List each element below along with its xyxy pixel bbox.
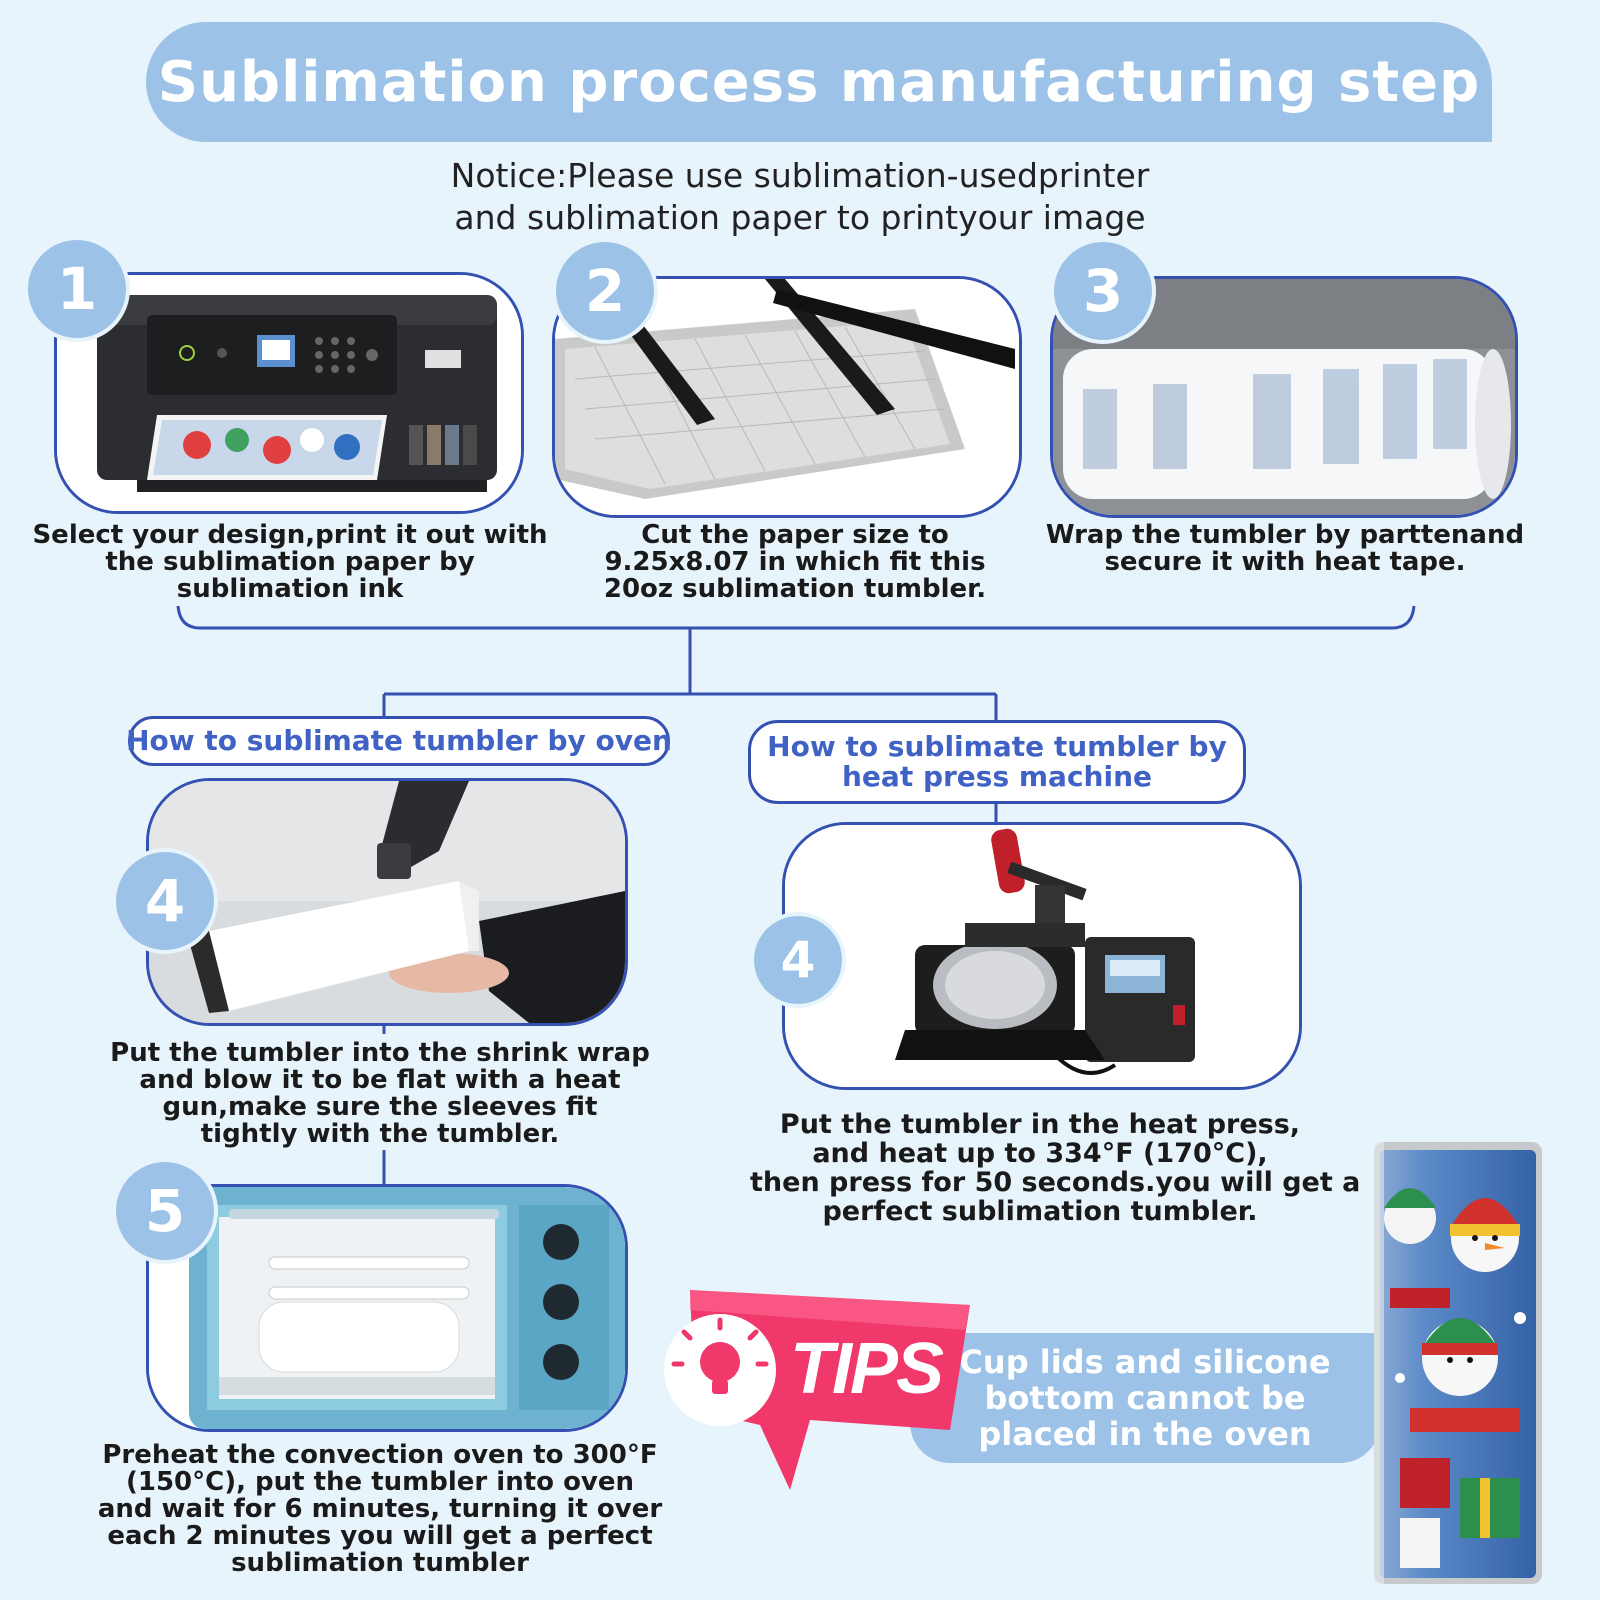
- oven-step5-caption-line: and wait for 6 minutes, turning it over: [97, 1494, 663, 1524]
- notice-line-1: Notice:Please use sublimation-usedprinte…: [450, 156, 1150, 195]
- step1-caption-line: the sublimation paper by: [105, 547, 475, 577]
- step-number-4-oven: 4: [112, 848, 218, 954]
- step-number-5: 5: [112, 1158, 218, 1264]
- press-step4-image-frame: [782, 822, 1302, 1090]
- oven-step5-caption: Preheat the convection oven to 300°F (15…: [90, 1442, 670, 1577]
- step2-caption-line: 9.25x8.07 in which fit this: [604, 547, 986, 577]
- oven-step5-caption-line: each 2 minutes you will get a perfect: [107, 1521, 653, 1551]
- oven-step4-caption: Put the tumbler into the shrink wrap and…: [100, 1040, 660, 1148]
- press-step4-caption: Put the tumbler in the heat press, and h…: [750, 1109, 1361, 1227]
- oven-heading-text: How to sublimate tumbler by oven: [126, 724, 672, 757]
- heat-press-machine-icon: [785, 825, 1299, 1087]
- tips-text-box: Cup lids and silicone bottom cannot be p…: [910, 1333, 1380, 1463]
- convection-oven-icon: [149, 1187, 625, 1429]
- step2-caption-line: Cut the paper size to: [641, 520, 949, 550]
- snowman-tumbler-image: [1374, 1142, 1542, 1584]
- page-title: Sublimation process manufacturing step: [157, 49, 1481, 115]
- step-number-2: 2: [552, 238, 658, 344]
- step2-caption-line: 20oz sublimation tumbler.: [603, 574, 987, 604]
- step-number-1: 1: [24, 236, 130, 342]
- press-heading-line: How to sublimate tumbler by: [767, 730, 1227, 763]
- step1-caption-line: Select your design,print it out with: [32, 520, 548, 550]
- oven-step5-caption-line: sublimation tumbler: [231, 1548, 529, 1578]
- step1-caption-line: sublimation ink: [176, 574, 404, 604]
- paper-cutter-icon: [555, 279, 1019, 515]
- oven-step4-image-frame: [146, 778, 628, 1026]
- title-banner: Sublimation process manufacturing step: [146, 22, 1492, 142]
- step3-caption-line: secure it with heat tape.: [1104, 547, 1466, 577]
- oven-step5-caption-line: Preheat the convection oven to 300°F: [102, 1440, 658, 1470]
- step1-caption: Select your design,print it out with the…: [30, 522, 550, 603]
- step1-image-frame: [54, 272, 524, 514]
- notice-line-2: and sublimation paper to printyour image: [454, 198, 1146, 237]
- heat-gun-icon: [149, 781, 625, 1023]
- step3-caption: Wrap the tumbler by parttenand secure it…: [1040, 522, 1530, 576]
- notice-text: Notice:Please use sublimation-usedprinte…: [360, 155, 1240, 239]
- tips-label: TIPS: [790, 1329, 944, 1409]
- wrapped-tumbler-icon: [1053, 279, 1515, 515]
- oven-step4-caption-line: and blow it to be flat with a heat: [139, 1065, 621, 1095]
- step-number-3: 3: [1050, 238, 1156, 344]
- press-heading-line: heat press machine: [842, 760, 1152, 793]
- lightbulb-icon: [671, 1317, 769, 1394]
- tips-banner: [664, 1290, 970, 1490]
- oven-step5-image-frame: [146, 1184, 628, 1432]
- oven-step4-caption-line: Put the tumbler into the shrink wrap: [110, 1038, 650, 1068]
- oven-step5-caption-line: (150°C), put the tumbler into oven: [125, 1467, 635, 1497]
- tips-text-line: placed in the oven: [978, 1415, 1312, 1453]
- step3-image-frame: [1050, 276, 1518, 518]
- step-number-4-press: 4: [750, 912, 846, 1008]
- oven-step4-caption-line: gun,make sure the sleeves fit: [162, 1092, 598, 1122]
- step2-image-frame: [552, 276, 1022, 518]
- press-step4-caption-line: perfect sublimation tumbler.: [822, 1196, 1258, 1227]
- tips-text-line: bottom cannot be: [984, 1379, 1306, 1417]
- oven-heading: How to sublimate tumbler by oven: [126, 716, 672, 766]
- step2-caption: Cut the paper size to 9.25x8.07 in which…: [540, 522, 1050, 603]
- press-step4-caption-line: and heat up to 334°F (170°C),: [812, 1138, 1268, 1169]
- press-step4-caption-line: then press for 50 seconds.you will get a: [750, 1167, 1361, 1198]
- press-heading: How to sublimate tumbler by heat press m…: [748, 720, 1246, 804]
- oven-step4-caption-line: tightly with the tumbler.: [200, 1119, 560, 1149]
- printer-icon: [57, 275, 521, 511]
- press-step4-caption-line: Put the tumbler in the heat press,: [779, 1109, 1301, 1140]
- tips-text-line: Cup lids and silicone: [959, 1343, 1331, 1381]
- step3-caption-line: Wrap the tumbler by parttenand: [1045, 520, 1525, 550]
